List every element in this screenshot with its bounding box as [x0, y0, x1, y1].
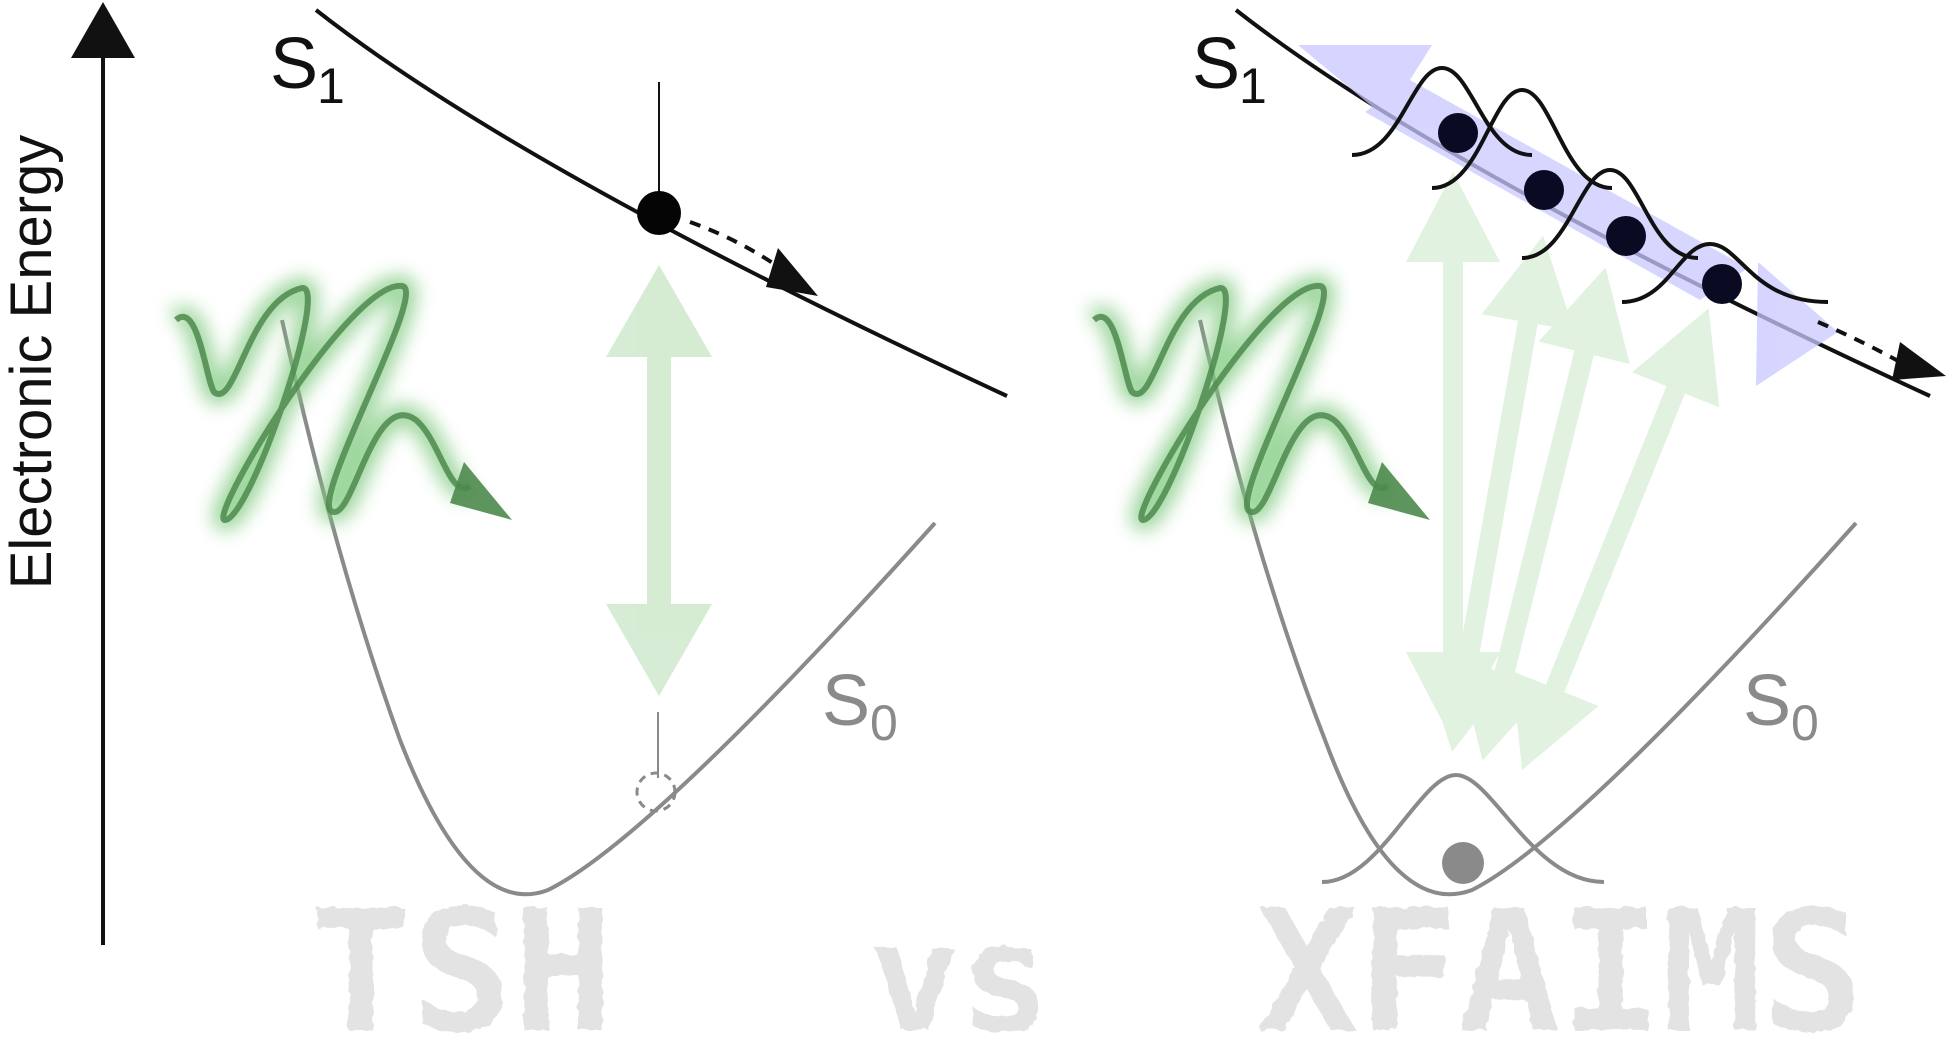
filled-circle-icon: [1438, 113, 1478, 153]
watermark-tsh: TSH: [310, 874, 613, 1052]
xfaims-photon-icon: [1086, 275, 1430, 532]
svg-text:0: 0: [870, 695, 898, 751]
watermark: TSH vs XFAIMS: [310, 874, 1863, 1052]
filled-circle-icon: [1606, 216, 1646, 256]
tsh-momentum-arrow-icon: [689, 220, 818, 296]
xfaims-panel: S 1 S 0: [1086, 8, 1946, 897]
svg-text:S: S: [1743, 661, 1791, 741]
tsh-trajectory-ball-icon: [637, 191, 681, 235]
tsh-s1-label: S 1: [270, 24, 345, 114]
svg-text:0: 0: [1791, 695, 1819, 751]
axis-arrow-icon: [71, 2, 135, 58]
svg-text:1: 1: [317, 58, 345, 114]
svg-text:S: S: [270, 24, 318, 104]
xfaims-excitation-arrows-icon: [1406, 172, 1720, 770]
tsh-s1-curve: [314, 8, 1008, 398]
xfaims-ground-dot-icon: [1442, 842, 1484, 884]
xfaims-momentum-arrow-icon: [1817, 320, 1946, 380]
xfaims-s0-curve: [1198, 319, 1858, 897]
tsh-photon-icon: [168, 275, 512, 532]
axis-label: Electronic Energy: [0, 135, 64, 590]
svg-text:S: S: [1192, 24, 1240, 104]
svg-text:1: 1: [1239, 58, 1267, 114]
xfaims-trajectory-balls: [1438, 113, 1742, 304]
tsh-panel: S 1 S 0: [168, 8, 1008, 897]
energy-axis: Electronic Energy: [0, 2, 135, 945]
watermark-vs: vs: [870, 892, 1051, 1052]
tsh-ghost-dot-icon: [635, 771, 677, 813]
filled-circle-icon: [1702, 264, 1742, 304]
tsh-s0-label: S 0: [822, 661, 898, 751]
xfaims-ground-wavepacket: [1321, 772, 1605, 884]
svg-text:S: S: [822, 661, 870, 741]
xfaims-wavepackets: [1351, 65, 1829, 304]
tsh-excitation-arrow-icon: [606, 265, 712, 696]
filled-circle-icon: [1524, 170, 1564, 210]
xfaims-s1-label: S 1: [1192, 24, 1267, 114]
xfaims-s0-label: S 0: [1743, 661, 1819, 751]
watermark-xfaims: XFAIMS: [1257, 874, 1864, 1052]
tsh-s0-curve: [280, 319, 937, 897]
